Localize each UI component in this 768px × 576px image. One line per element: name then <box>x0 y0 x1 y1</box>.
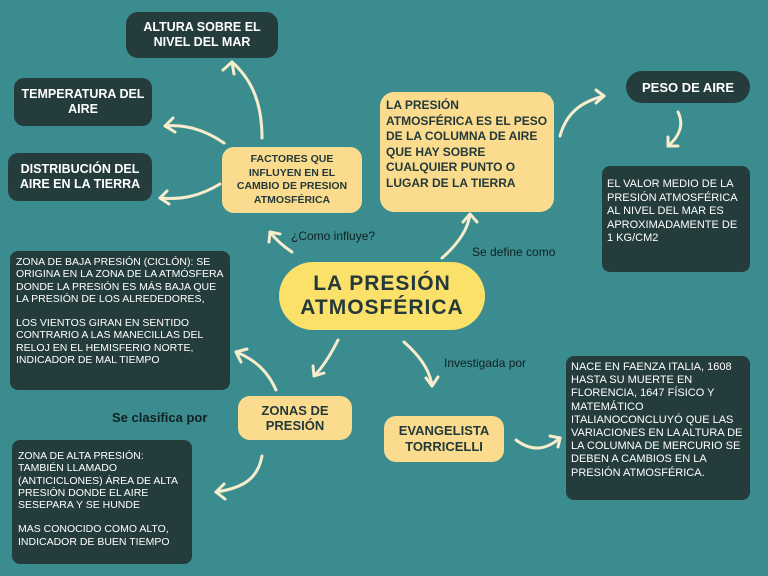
arrow-center-to-definition <box>440 212 472 260</box>
zonas-label: ZONAS DE PRESIÓN <box>261 403 329 433</box>
baja-presion-text-2: LOS VIENTOS GIRAN EN SENTIDO CONTRARIO A… <box>16 317 203 367</box>
torricelli-text: NACE EN FAENZA ITALIA, 1608 HASTA SU MUE… <box>571 361 743 479</box>
center-node: LA PRESIÓN ATMOSFÉRICA <box>279 262 485 330</box>
arrow-center-to-zonas <box>312 338 340 378</box>
arrow-factors-to-distribucion <box>158 182 222 200</box>
arrow-peso-to-valor <box>666 110 683 148</box>
altura-label: ALTURA SOBRE EL NIVEL DEL MAR <box>143 20 261 49</box>
zonas-node: ZONAS DE PRESIÓN <box>238 396 352 440</box>
valor-medio-box: EL VALOR MEDIO DE LA PRESIÓN ATMOSFÉRICA… <box>602 166 750 272</box>
arrow-definition-to-peso <box>558 94 606 138</box>
definition-node: LA PRESIÓN ATMOSFÉRICA ES EL PESO DE LA … <box>380 92 554 212</box>
arrow-center-to-torricelli <box>402 340 434 388</box>
peso-node: PESO DE AIRE <box>626 71 750 103</box>
label-se-clasifica: Se clasifica por <box>112 410 208 425</box>
torricelli-node: EVANGELISTA TORRICELLI <box>384 416 504 462</box>
arrow-center-to-factors <box>268 230 294 254</box>
label-como-influye: ¿Como influye? <box>291 229 376 243</box>
valor-medio-text: EL VALOR MEDIO DE LA PRESIÓN ATMOSFÉRICA… <box>607 178 738 244</box>
arrow-zonas-to-baja <box>234 350 278 392</box>
temperatura-label: TEMPERATURA DEL AIRE <box>21 87 145 116</box>
definition-label: LA PRESIÓN ATMOSFÉRICA ES EL PESO DE LA … <box>386 98 548 190</box>
arrow-factors-to-altura <box>230 60 264 140</box>
distribucion-label: DISTRIBUCIÓN DEL AIRE EN LA TIERRA <box>19 162 141 191</box>
alta-presion-text-2: MAS CONOCIDO COMO ALTO, INDICADOR DE BUE… <box>18 523 170 548</box>
peso-label: PESO DE AIRE <box>642 79 734 95</box>
label-se-define: Se define como <box>472 245 556 259</box>
arrow-torricelli-to-text <box>514 436 562 450</box>
temperatura-node: TEMPERATURA DEL AIRE <box>14 78 152 126</box>
distribucion-node: DISTRIBUCIÓN DEL AIRE EN LA TIERRA <box>8 153 152 201</box>
center-title: LA PRESIÓN ATMOSFÉRICA <box>300 272 464 319</box>
factors-label: FACTORES QUE INFLUYEN EN EL CAMBIO DE PR… <box>236 153 348 206</box>
arrow-factors-to-temperatura <box>163 124 226 145</box>
altura-node: ALTURA SOBRE EL NIVEL DEL MAR <box>126 12 278 58</box>
alta-presion-box: ZONA DE ALTA PRESIÓN: TAMBIÉN LLAMADO (A… <box>12 440 192 564</box>
factors-node: FACTORES QUE INFLUYEN EN EL CAMBIO DE PR… <box>222 147 362 213</box>
baja-presion-text-1: ZONA DE BAJA PRESIÓN (CICLÓN): SE ORIGIN… <box>16 256 223 305</box>
alta-presion-text-1: ZONA DE ALTA PRESIÓN: TAMBIÉN LLAMADO (A… <box>18 450 178 512</box>
baja-presion-box: ZONA DE BAJA PRESIÓN (CICLÓN): SE ORIGIN… <box>10 251 230 390</box>
torricelli-text-box: NACE EN FAENZA ITALIA, 1608 HASTA SU MUE… <box>566 356 750 500</box>
label-investigada: Investigada por <box>444 356 527 370</box>
arrow-zonas-to-alta <box>214 454 264 494</box>
torricelli-label: EVANGELISTA TORRICELLI <box>398 423 490 454</box>
